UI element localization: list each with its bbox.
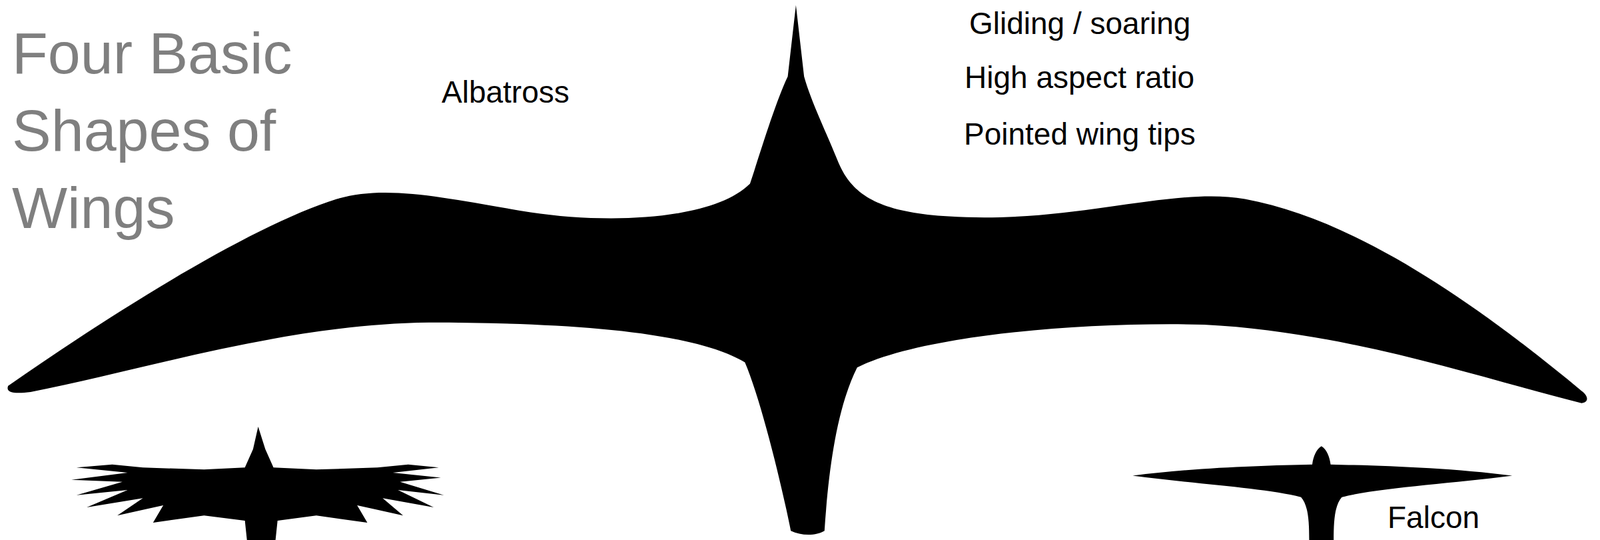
eagle-silhouette	[71, 426, 444, 540]
falcon-silhouette	[1132, 445, 1513, 540]
slide-title: Four Basic Shapes of Wings	[11, 14, 326, 247]
wing-note: High aspect ratio	[964, 59, 1195, 96]
bird-name: Albatross	[441, 74, 570, 110]
wing-note: Gliding / soaring	[969, 5, 1191, 42]
albatross-silhouette	[7, 5, 1587, 535]
bird-name: Falcon	[1387, 499, 1480, 535]
wing-note: Pointed wing tips	[963, 116, 1196, 152]
